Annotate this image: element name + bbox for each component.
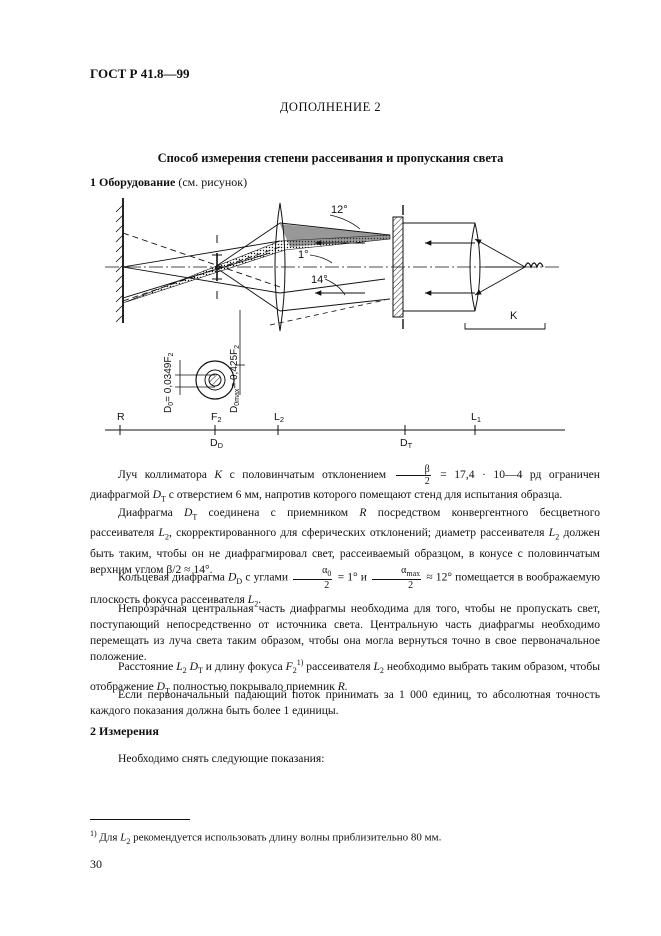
position-axis: R F2 L2 L1 DD DT — [105, 411, 565, 450]
paragraph-diaphragm: Диафрагма DT соединена с приемником R по… — [90, 506, 600, 576]
scattering-wedge — [280, 224, 390, 247]
receiver-wall — [115, 198, 124, 323]
paragraph-opaque-center: Непрозрачная центральная часть диафрагмы… — [90, 602, 600, 663]
page-number: 30 — [90, 857, 102, 871]
section-1-note: (см. рисунок) — [178, 175, 248, 189]
angle-12-label: 12° — [331, 204, 348, 216]
section-2-heading: 2 Измерения — [90, 724, 159, 739]
axis-label-r: R — [117, 411, 125, 423]
paragraph-distance: Расстояние L2 DT и длину фокуса F21) рас… — [90, 658, 601, 696]
axis-label-dt: DT — [400, 437, 413, 450]
paragraph-collimator: Луч коллиматора K с половинчатым отклоне… — [90, 464, 600, 504]
appendix-title: ДОПОЛНЕНИЕ 2 — [279, 100, 382, 114]
optical-setup-figure: 12° 1° 14° K D0= 0,0349F2 D0max= 0,425F2 — [105, 198, 560, 413]
document-header: ГОСТ Р 41.8—99 — [90, 66, 190, 81]
footnote-separator — [90, 819, 190, 820]
sample-diaphragm — [392, 205, 404, 329]
axis-label-l2: L2 — [274, 411, 284, 424]
ring-diaphragm-front-view — [195, 360, 235, 400]
section-2-number: 2 — [90, 724, 96, 738]
section-1-heading: 1 Оборудование (см. рисунок) — [90, 175, 247, 190]
lamp-coil — [524, 262, 544, 269]
angle-1-label: 1° — [298, 249, 309, 261]
dmax-dimension-label: D0max= 0,425F2 — [229, 345, 241, 413]
section-2-title: Измерения — [99, 724, 159, 738]
footnote: 1) Для L2 рекомендуется использовать дли… — [90, 829, 442, 846]
angle-14-label: 14° — [311, 274, 328, 286]
paragraph-accuracy: Если первоначальный падающий поток прини… — [90, 688, 600, 717]
section-1-number: 1 — [90, 175, 96, 189]
document-title: Способ измерения степени рассеивания и п… — [157, 151, 504, 165]
section-1-title: Оборудование — [99, 175, 176, 189]
axis-label-dd: DD — [210, 437, 224, 450]
k-label: K — [510, 310, 518, 322]
paragraph-readings: Необходимо снять следующие показания: — [118, 752, 325, 765]
k-bracket — [464, 323, 546, 330]
axis-label-l1: L1 — [471, 411, 481, 424]
collimator-rays — [474, 238, 526, 296]
axis-label-f2: F2 — [211, 411, 222, 424]
ring-diaphragm-marker — [212, 235, 222, 299]
lens-l2 — [274, 202, 286, 332]
d0-dimension-label: D0= 0,0349F2 — [163, 353, 175, 413]
